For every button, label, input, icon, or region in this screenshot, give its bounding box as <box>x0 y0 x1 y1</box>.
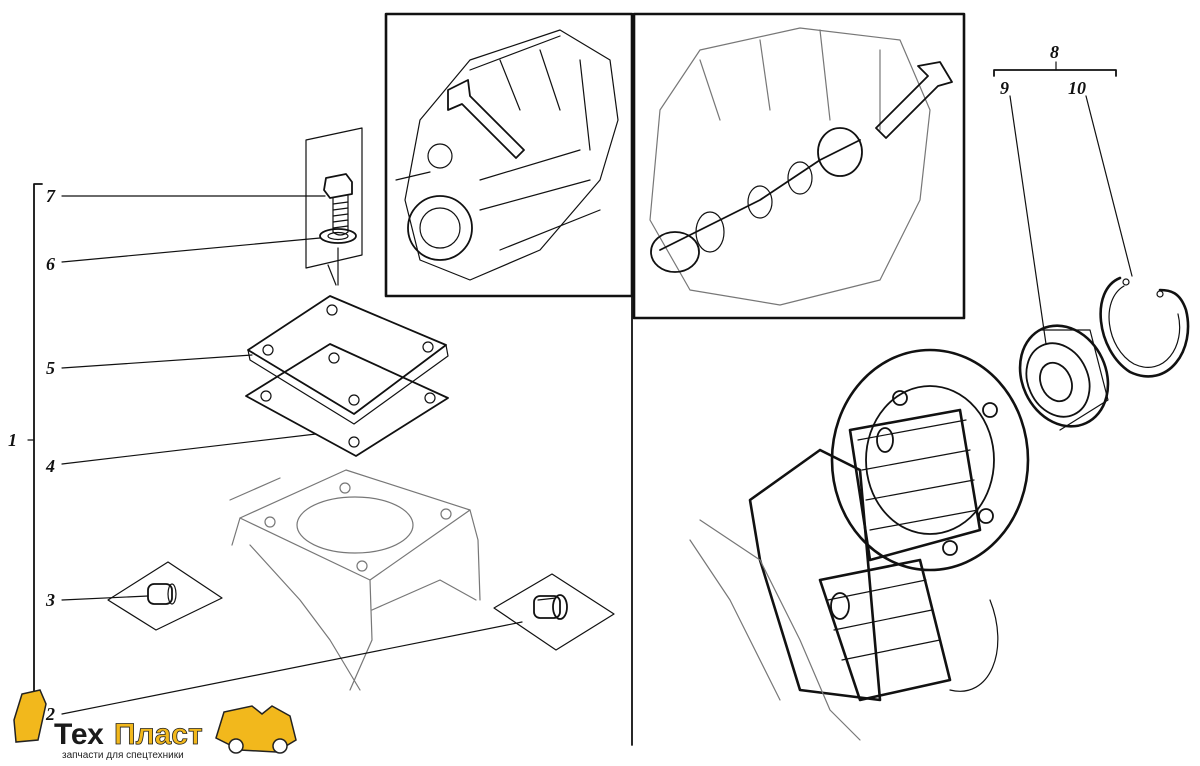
callout-1: 1 <box>8 430 17 450</box>
pointer-arrow <box>447 79 525 159</box>
lock-washer-part <box>319 228 357 286</box>
snap-ring-part <box>1099 276 1190 378</box>
callout-7: 7 <box>46 186 56 206</box>
crank-flange <box>830 348 1030 572</box>
callout-3: 3 <box>45 590 55 610</box>
callout-9: 9 <box>1000 78 1009 98</box>
left-assembly <box>27 127 615 715</box>
logo-tagline: запчасти для спецтехники <box>62 750 184 761</box>
callout-5: 5 <box>46 358 55 378</box>
engine-inset-left <box>384 12 634 298</box>
bolt-part <box>305 127 363 269</box>
logo-brand-part1: Тех <box>54 718 104 751</box>
callout-8: 8 <box>1050 42 1059 62</box>
crankshaft-body <box>689 408 999 741</box>
callout-2: 2 <box>45 704 55 724</box>
brand-logo: Тех Пласт запчасти для спецтехники <box>13 689 297 761</box>
loader-wheel-icon-2 <box>272 738 288 754</box>
housing-outline <box>229 469 481 691</box>
crankshaft-assembly <box>689 61 1190 741</box>
ball-bearing-part <box>1018 324 1110 431</box>
callouts: 1 2 3 4 5 6 7 8 9 10 <box>8 42 1086 724</box>
pointer-arrow-2 <box>875 61 953 139</box>
engine-inset-right <box>632 12 966 320</box>
assembly-bracket <box>33 183 45 701</box>
bushing-part <box>493 573 615 651</box>
callout-6: 6 <box>46 254 55 274</box>
cover-plate-part <box>247 295 449 425</box>
logo-brand-part2: Пласт <box>114 718 203 751</box>
loader-wheel-icon <box>228 738 244 754</box>
callout-4: 4 <box>45 456 55 476</box>
callout-10: 10 <box>1068 78 1086 98</box>
gasket-part <box>245 343 449 457</box>
excavator-icon <box>13 689 47 743</box>
small-plug-part <box>107 561 223 631</box>
